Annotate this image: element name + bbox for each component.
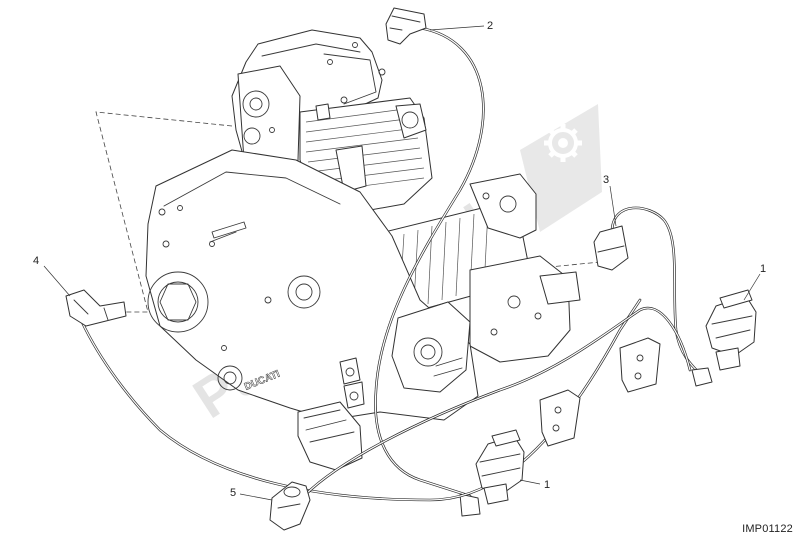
ignition-coil-lower [475,389,581,505]
engine-assembly: DUCATI [145,29,581,471]
lead-terminal-3 [691,367,713,387]
callout-1-lower: 1 [544,479,550,491]
coil-bracket-lower [539,389,581,447]
spark-plug-cap-4 [65,289,127,327]
ignition-coil-right [619,289,757,393]
callout-leaders [43,25,761,501]
callout-2: 2 [487,20,493,32]
callout-1-right: 1 [760,263,766,275]
watermark-gear-badge [520,104,602,232]
lead-terminal-2 [459,493,481,517]
callout-5: 5 [230,487,236,499]
callout-3: 3 [603,174,609,186]
image-code: IMP01122 [742,523,793,535]
spark-plug-cap-2 [385,7,427,45]
callout-4: 4 [33,255,39,267]
spark-plug-lead-2 [374,7,485,517]
spark-plug-lead-5 [269,306,692,531]
coil-bracket-right [619,337,661,393]
spark-plug-cap-3 [593,225,629,271]
callouts: 2 3 4 5 1 1 [33,20,766,499]
gear-icon [544,124,582,162]
